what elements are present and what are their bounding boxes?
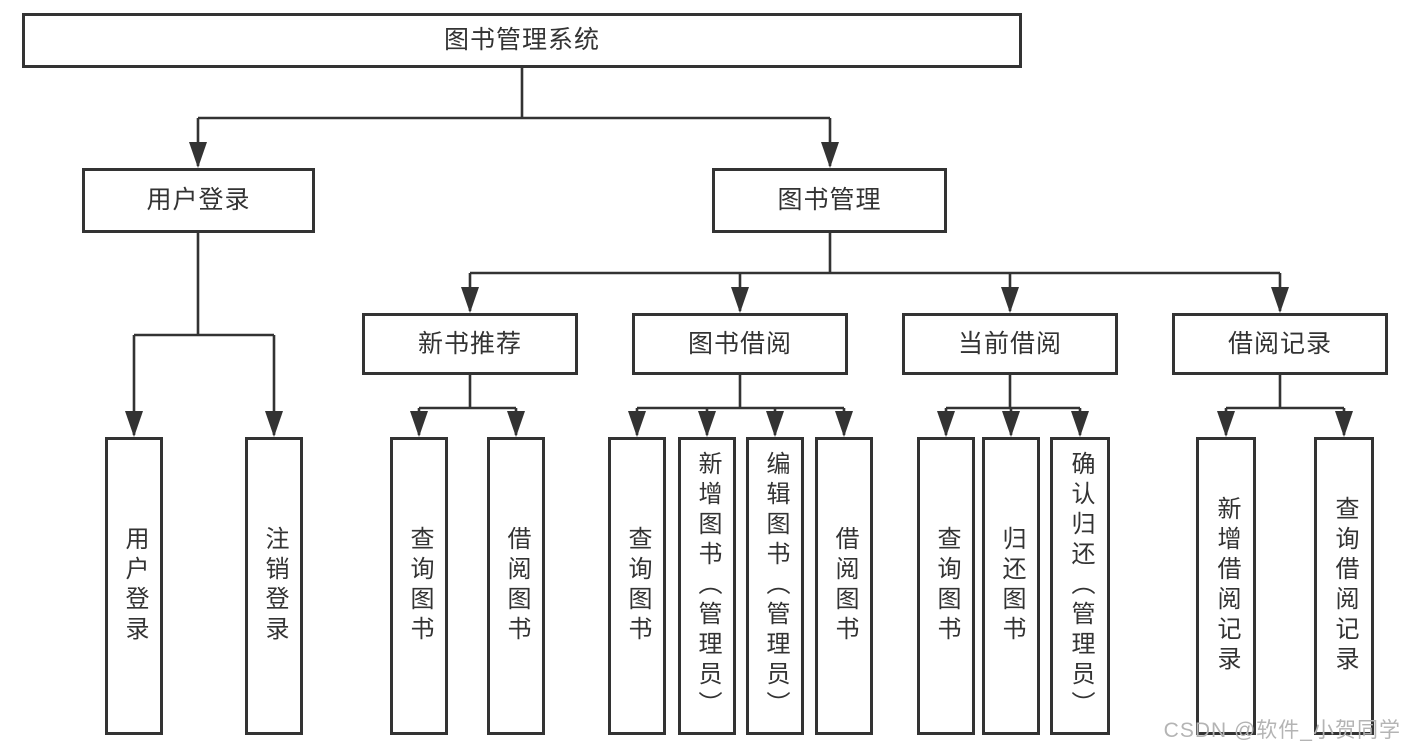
leaf-add-books-admin: 新增图书（管理员） [678, 437, 736, 735]
connector-group [132, 68, 1346, 435]
node-current-borrowing: 当前借阅 [902, 313, 1118, 375]
arrowhead-icon [125, 411, 143, 437]
arrowhead-icon [410, 411, 428, 437]
leaf-query-books-2-label: 查询图书 [624, 526, 651, 646]
arrowhead-icon [1071, 411, 1089, 437]
leaf-query-books-3-label: 查询图书 [933, 526, 960, 646]
leaf-edit-books-admin: 编辑图书（管理员） [746, 437, 804, 735]
arrowhead-icon [1002, 411, 1020, 437]
csdn-watermark: CSDN @软件_小贺同学 [1163, 719, 1401, 742]
leaf-add-borrow-record: 新增借阅记录 [1196, 437, 1256, 735]
node-current-borrowing-label: 当前借阅 [957, 329, 1062, 358]
arrowhead-icon [1271, 287, 1289, 313]
arrowhead-icon [189, 142, 207, 168]
arrowhead-icon [766, 411, 784, 437]
leaf-logout-label: 注销登录 [261, 526, 288, 646]
arrowhead-icon [1335, 411, 1353, 437]
node-user-login: 用户登录 [82, 168, 315, 233]
leaf-borrow-books-1: 借阅图书 [487, 437, 545, 735]
node-book-borrowing-label: 图书借阅 [687, 329, 792, 358]
leaf-query-borrow-record: 查询借阅记录 [1314, 437, 1374, 735]
node-root: 图书管理系统 [22, 13, 1022, 68]
arrowhead-icon [731, 287, 749, 313]
leaf-borrow-books-1-label: 借阅图书 [503, 526, 530, 646]
leaf-query-books-3: 查询图书 [917, 437, 975, 735]
leaf-user-login: 用户登录 [105, 437, 163, 735]
node-user-login-label: 用户登录 [146, 186, 251, 214]
leaf-query-books-1-label: 查询图书 [406, 526, 433, 646]
node-root-label: 图书管理系统 [443, 26, 600, 54]
arrowhead-icon [507, 411, 525, 437]
leaf-logout: 注销登录 [245, 437, 303, 735]
leaf-borrow-books-2: 借阅图书 [815, 437, 873, 735]
leaf-confirm-return-admin-label: 确认归还（管理员） [1067, 451, 1094, 721]
arrowhead-icon [628, 411, 646, 437]
node-new-book-recommend: 新书推荐 [362, 313, 578, 375]
leaf-return-books: 归还图书 [982, 437, 1040, 735]
arrowhead-icon [698, 411, 716, 437]
leaf-borrow-books-2-label: 借阅图书 [831, 526, 858, 646]
arrowhead-icon [835, 411, 853, 437]
node-book-management-label: 图书管理 [777, 186, 882, 214]
leaf-add-books-admin-label: 新增图书（管理员） [694, 451, 721, 721]
arrowhead-icon [265, 411, 283, 437]
leaf-user-login-label: 用户登录 [121, 526, 148, 646]
arrowhead-icon [461, 287, 479, 313]
arrowhead-icon [937, 411, 955, 437]
leaf-query-borrow-record-label: 查询借阅记录 [1331, 496, 1358, 676]
node-new-book-recommend-label: 新书推荐 [417, 329, 522, 358]
arrowhead-icon [1001, 287, 1019, 313]
arrowhead-icon [1217, 411, 1235, 437]
node-book-management: 图书管理 [712, 168, 947, 233]
leaf-edit-books-admin-label: 编辑图书（管理员） [762, 451, 789, 721]
leaf-return-books-label: 归还图书 [998, 526, 1025, 646]
node-book-borrowing: 图书借阅 [632, 313, 848, 375]
leaf-query-books-2: 查询图书 [608, 437, 666, 735]
leaf-add-borrow-record-label: 新增借阅记录 [1213, 496, 1240, 676]
arrowhead-icon [821, 142, 839, 168]
leaf-query-books-1: 查询图书 [390, 437, 448, 735]
arrowheads [125, 142, 1353, 437]
node-borrowing-records: 借阅记录 [1172, 313, 1388, 375]
node-borrowing-records-label: 借阅记录 [1227, 329, 1332, 358]
leaf-confirm-return-admin: 确认归还（管理员） [1050, 437, 1110, 735]
